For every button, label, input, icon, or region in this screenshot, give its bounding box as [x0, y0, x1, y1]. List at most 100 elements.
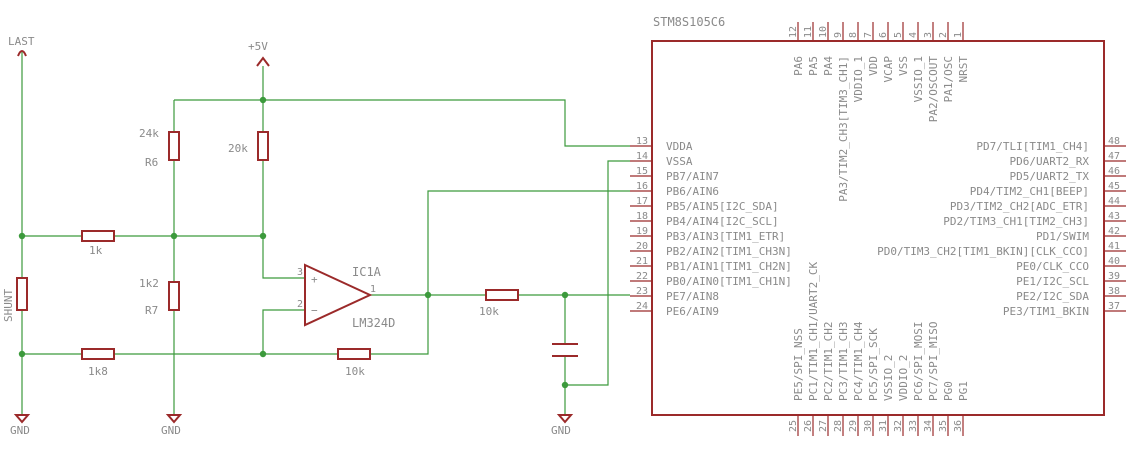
chip-pin-label: VDDA	[666, 140, 693, 153]
chip-pin-number: 30	[863, 420, 874, 432]
chip-pin-number: 45	[1108, 181, 1120, 192]
chip-pin-number: 38	[1108, 286, 1120, 297]
chip-pin-number: 4	[908, 32, 919, 38]
chip-pin-number: 48	[1108, 136, 1120, 147]
chip-pin-label: PC5/SPI_SCK	[867, 328, 880, 401]
chip-pin-label: PE5/SPI_NSS	[792, 328, 805, 401]
r6-name: R6	[145, 156, 158, 169]
chip-pin-label: PA6	[792, 56, 805, 76]
chip-pin-label: PB0/AIN0[TIM1_CH1N]	[666, 275, 792, 288]
chip-pin-label: PA4	[822, 56, 835, 76]
chip-pin-number: 40	[1108, 256, 1120, 267]
chip-pin-number: 12	[788, 26, 799, 38]
chip-pin-number: 42	[1108, 226, 1120, 237]
chip-pin-label: PD1/SWIM	[1036, 230, 1089, 243]
junction-dot	[18, 232, 26, 240]
gnd-symbol-3: GND	[551, 414, 574, 437]
gnd-symbol-2: GND	[161, 414, 183, 437]
chip-pin-number: 25	[788, 420, 799, 432]
chip-pin-label: PD7/TLI[TIM1_CH4]	[976, 140, 1089, 153]
shunt-resistor: SHUNT	[2, 277, 28, 322]
junction-dot	[259, 232, 267, 240]
junction-dot	[170, 232, 178, 240]
chip-pin-number: 20	[636, 241, 648, 252]
chip-pin-number: 29	[848, 420, 859, 432]
chip-pin-label: PC2/TIM1_CH2	[822, 322, 835, 401]
chip-pin-number: 11	[803, 26, 814, 38]
shunt-label: SHUNT	[2, 289, 15, 322]
chip-pin-number: 31	[878, 420, 889, 432]
chip-right-pins: 48PD7/TLI[TIM1_CH4]47PD6/UART2_RX46PD5/U…	[877, 136, 1126, 318]
gnd-label-1: GND	[10, 424, 30, 437]
capacitor	[552, 343, 578, 357]
resistor-1k8: 1k8	[81, 348, 115, 378]
wire-vssa	[565, 160, 630, 386]
chip-pin-number: 28	[833, 420, 844, 432]
chip-pin-label: VDD	[867, 56, 880, 76]
chip-pin-label: PB2/AIN2[TIM1_CH3N]	[666, 245, 792, 258]
wire-minus	[262, 309, 338, 355]
chip-pin-label: PA3/TIM2_CH3[TIM3_CH1]	[837, 56, 850, 202]
chip-pin-label: PB3/AIN3[TIM1_ETR]	[666, 230, 785, 243]
chip-pin-label: PG0	[942, 381, 955, 401]
resistor-20k: 20k	[228, 131, 269, 161]
chip-pin-label: PB7/AIN7	[666, 170, 719, 183]
chip-pin-number: 10	[818, 26, 829, 38]
chip-pin-label: PB1/AIN1[TIM1_CH2N]	[666, 260, 792, 273]
chip-pin-label: PE1/I2C_SCL	[1016, 275, 1089, 288]
chip-pin-label: PD2/TIM3_CH1[TIM2_CH3]	[943, 215, 1089, 228]
chip-pin-number: 23	[636, 286, 648, 297]
chip-pin-label: PA5	[807, 56, 820, 76]
chip-pin-number: 35	[938, 420, 949, 432]
r1k-value: 1k	[89, 244, 103, 257]
chip-pin-number: 33	[908, 420, 919, 432]
chip-pin-number: 32	[893, 420, 904, 432]
chip-pin-label: PB6/AIN6	[666, 185, 719, 198]
chip-pin-label: PC6/SPI_MOSI	[912, 322, 925, 401]
chip-pin-number: 6	[878, 32, 889, 38]
chip-pin-label: VDDIO_1	[852, 56, 865, 102]
chip-pin-number: 37	[1108, 301, 1120, 312]
chip-pin-label: VSS	[897, 56, 910, 76]
chip-pin-number: 24	[636, 301, 648, 312]
resistor-10k-feedback: 10k	[337, 348, 371, 378]
chip-pin-label: VSSIO_1	[912, 56, 925, 102]
opamp-pin-plus: 3	[297, 267, 303, 278]
chip-pin-label: PE2/I2C_SDA	[1016, 290, 1089, 303]
chip-pin-label: PB5/AIN5[I2C_SDA]	[666, 200, 779, 213]
opamp-plus-sign: +	[311, 273, 318, 286]
chip-pin-label: PD6/UART2_RX	[1010, 155, 1090, 168]
chip-pin-number: 2	[938, 32, 949, 38]
r6-value: 24k	[139, 127, 159, 140]
last-terminal: LAST	[8, 35, 35, 57]
chip-pin-number: 1	[953, 32, 964, 38]
junction-dot	[561, 381, 569, 389]
junction-dot	[18, 350, 26, 358]
chip-pin-label: VSSIO_2	[882, 355, 895, 401]
chip-pin-number: 8	[848, 32, 859, 38]
chip-pin-number: 47	[1108, 151, 1120, 162]
chip-pin-label: VCAP	[882, 56, 895, 83]
chip-pin-number: 9	[833, 32, 844, 38]
chip-pin-label: PC4/TIM1_CH4	[852, 321, 865, 401]
opamp-value: LM324D	[352, 316, 395, 330]
chip-pin-number: 3	[923, 32, 934, 38]
opamp-ic1a: + − 3 2 1 IC1A LM324D	[297, 263, 395, 330]
chip-pin-label: PD5/UART2_TX	[1010, 170, 1090, 183]
chip-pin-number: 22	[636, 271, 648, 282]
resistor-r7: 1k2 R7	[139, 277, 180, 317]
chip-pin-label: VDDIO_2	[897, 355, 910, 401]
vcc-symbol: +5V	[248, 40, 270, 67]
junction-dot	[424, 291, 432, 299]
chip-pin-label: PD4/TIM2_CH1[BEEP]	[970, 185, 1089, 198]
junction-dot	[259, 96, 267, 104]
chip-pin-label: PC3/TIM1_CH3	[837, 322, 850, 401]
r10k-feedback-value: 10k	[345, 365, 365, 378]
chip-pin-label: PD3/TIM2_CH2[ADC_ETR]	[950, 200, 1089, 213]
chip-pin-number: 39	[1108, 271, 1120, 282]
chip-pin-number: 21	[636, 256, 648, 267]
resistor-10k-filter: 10k	[479, 289, 519, 318]
r20k-value: 20k	[228, 142, 248, 155]
